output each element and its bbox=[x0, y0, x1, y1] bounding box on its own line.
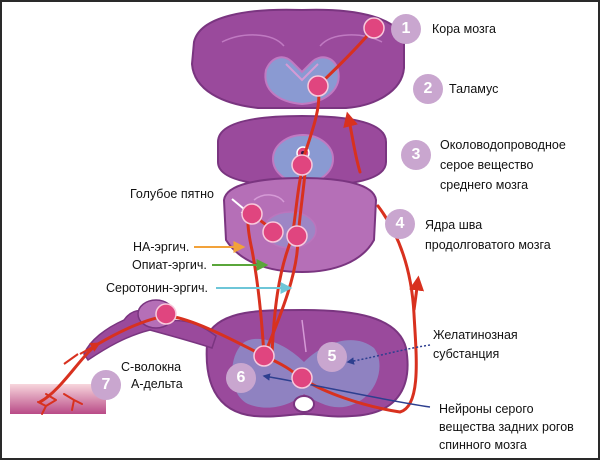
label-raphe-nuclei: Ядра шва продолговатого мозга bbox=[425, 218, 551, 252]
neuron-gelatinous bbox=[291, 367, 313, 389]
ascending-arrow bbox=[409, 275, 425, 311]
step-badge-2: 2 bbox=[413, 74, 443, 104]
neuron-dorsal-horn bbox=[253, 345, 275, 367]
neurons bbox=[155, 17, 385, 389]
neuron-thalamus bbox=[307, 75, 329, 97]
step-badge-7: 7 bbox=[91, 370, 121, 400]
label-a-delta: А-дельта bbox=[131, 377, 183, 391]
label-opiate-ergic: Опиат-эргич. bbox=[132, 258, 207, 272]
label-periaqueductal-gray: Околоводопроводное серое вещество средне… bbox=[440, 138, 566, 192]
neuron-midbrain bbox=[291, 154, 313, 176]
step-badge-5: 5 bbox=[317, 342, 347, 372]
label-thalamus: Таламус bbox=[449, 82, 499, 96]
c-fiber-tail bbox=[63, 353, 79, 365]
c-fiber-arrow bbox=[79, 342, 101, 355]
step-badge-6: 6 bbox=[226, 363, 256, 393]
label-cortex: Кора мозга bbox=[432, 22, 496, 36]
nerve-endings bbox=[37, 393, 83, 415]
dorsal-root bbox=[83, 299, 217, 362]
label-c-fibers: С-волокна bbox=[121, 360, 182, 374]
label-na-ergic: НА-эргич. bbox=[133, 240, 190, 254]
label-serotonin-ergic: Серотонин-эргич. bbox=[106, 281, 208, 295]
label-gelatinous-substance: Желатинозная субстанция bbox=[433, 328, 518, 361]
step-badge-3: 3 bbox=[401, 140, 431, 170]
neuron-ganglion bbox=[155, 303, 177, 325]
neuron-raphe-2 bbox=[286, 225, 308, 247]
gray-neurons-pointer bbox=[262, 373, 431, 408]
substance-pointer bbox=[346, 344, 431, 365]
neuron-raphe-1 bbox=[262, 221, 284, 243]
neuron-cortex bbox=[363, 17, 385, 39]
step-badge-4: 4 bbox=[385, 209, 415, 239]
step-badge-1: 1 bbox=[391, 14, 421, 44]
label-blue-spot: Голубое пятно bbox=[130, 187, 214, 201]
neuron-blue-spot bbox=[241, 203, 263, 225]
label-gray-matter-neurons: Нейроны серого вещества задних рогов спи… bbox=[439, 402, 574, 452]
